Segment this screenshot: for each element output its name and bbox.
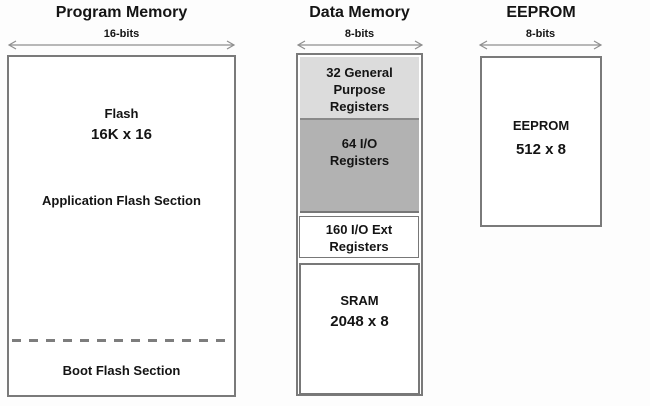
sram-size-label: 2048 x 8 <box>330 313 389 330</box>
data-memory-width-arrow-icon <box>296 40 424 50</box>
program-memory-width-arrow-icon <box>7 40 236 50</box>
general-purpose-registers-section: 32 General Purpose Registers <box>300 57 419 120</box>
eeprom-title: EEPROM <box>506 4 576 21</box>
boot-section-dashed-divider <box>12 339 231 342</box>
program-memory-bus-width-label: 16-bits <box>103 28 140 40</box>
io-ext-registers-section: 160 I/O Ext Registers <box>299 216 419 258</box>
io-registers-section: 64 I/O Registers <box>300 120 419 213</box>
application-flash-section-label: Application Flash Section <box>42 193 201 208</box>
eeprom-label: EEPROM <box>512 118 570 133</box>
data-memory-bus-width-label: 8-bits <box>344 28 375 40</box>
eeprom-bus-width-label: 8-bits <box>525 28 556 40</box>
program-memory-box: Flash 16K x 16 Application Flash Section… <box>7 55 236 397</box>
sram-label: SRAM <box>340 293 379 308</box>
eeprom-width-arrow-icon <box>478 40 603 50</box>
flash-size-label: 16K x 16 <box>91 126 152 143</box>
sram-section: SRAM 2048 x 8 <box>299 263 420 395</box>
data-memory-title: Data Memory <box>309 4 410 21</box>
program-memory-title: Program Memory <box>55 4 188 21</box>
flash-label: Flash <box>104 106 139 121</box>
eeprom-box: EEPROM 512 x 8 <box>480 56 602 227</box>
eeprom-size-label: 512 x 8 <box>515 141 567 158</box>
boot-flash-section-label: Boot Flash Section <box>62 363 181 378</box>
